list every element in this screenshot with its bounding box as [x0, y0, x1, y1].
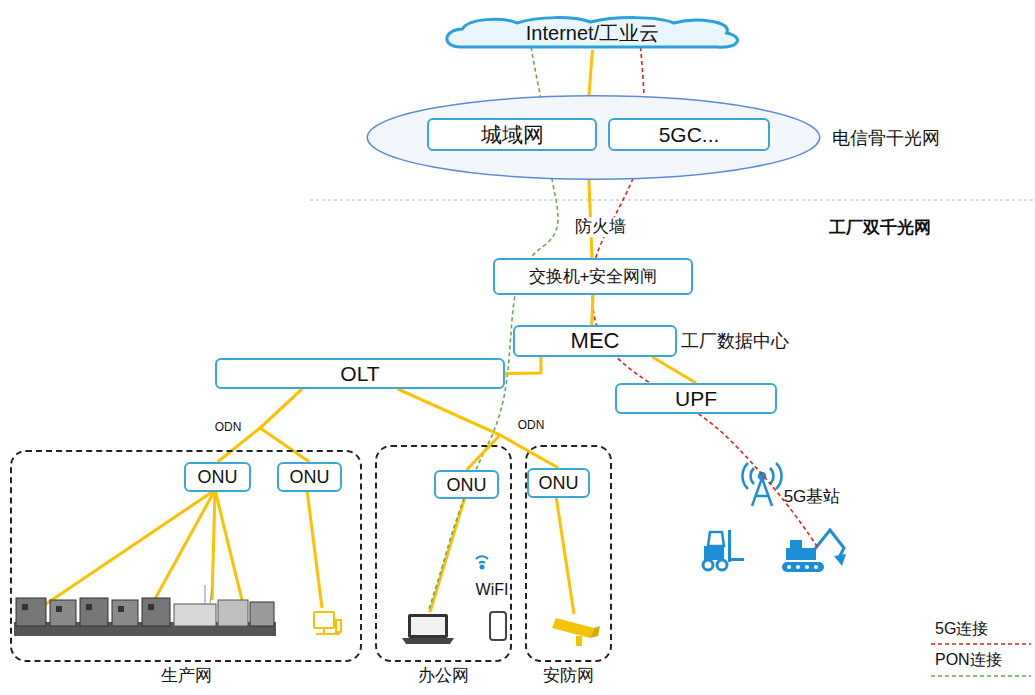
base-station-label: 5G基站	[784, 487, 841, 507]
device-wires	[34, 490, 574, 614]
excavator-icon	[782, 530, 846, 572]
camera-icon	[552, 618, 600, 646]
node-text: 城域网	[481, 122, 544, 146]
connector-line	[592, 295, 593, 325]
legend-sample	[931, 643, 1031, 645]
production-machines	[14, 585, 276, 636]
legend-text: 5G连接	[935, 620, 988, 638]
onu-box: ONU	[527, 468, 590, 498]
separator-line	[310, 200, 1035, 201]
backbone-ellipse: 电信骨干光网城域网5GC...	[365, 95, 822, 180]
onu-box: ONU	[184, 462, 251, 492]
network-box: 城域网	[427, 118, 597, 151]
node-heading: 安防网	[543, 666, 594, 686]
network-region: 生产网ONUONU	[10, 450, 362, 662]
node-heading: 工厂数据中心	[681, 331, 789, 352]
node-heading: 电信骨干光网	[832, 127, 940, 148]
computer-icon	[314, 612, 341, 634]
node-text: 交换机+安全网闸	[529, 267, 658, 287]
connector-line	[505, 357, 541, 374]
node-heading: 办公网	[418, 666, 469, 686]
base-station-icon	[742, 463, 781, 506]
node-text: ONU	[539, 473, 579, 494]
node-text: MEC	[571, 328, 620, 353]
laptop-icon	[402, 614, 454, 644]
node-text: 5GC...	[659, 122, 720, 146]
legend-sample	[931, 675, 1031, 677]
node-text: ONU	[198, 467, 238, 488]
section-title: 工厂双千光网	[829, 218, 931, 238]
mec-box: MEC工厂数据中心	[513, 325, 677, 357]
network-region: 安防网ONU	[525, 445, 612, 662]
onu-box: ONU	[277, 462, 342, 492]
connector-line	[589, 50, 593, 95]
gateway-box: 交换机+安全网闸	[493, 258, 693, 295]
node-heading: 生产网	[161, 666, 212, 686]
network-box: 5GC...	[608, 118, 770, 151]
forklift-icon	[703, 530, 744, 570]
node-text: Internet/工业云	[526, 22, 659, 45]
olt-box: OLT	[215, 358, 505, 389]
edge-label: 防火墙	[572, 217, 629, 237]
cloud-node: Internet/工业云	[440, 16, 745, 50]
network-region: 办公网ONU	[375, 445, 512, 662]
onu-box: ONU	[434, 470, 499, 499]
odn-label: ODN	[518, 419, 545, 433]
wifi-symbol	[476, 556, 488, 568]
connector-line	[652, 357, 696, 383]
connector-line	[398, 389, 559, 468]
node-text: UPF	[675, 386, 717, 410]
tablet-icon	[490, 612, 506, 640]
upf-box: UPF	[615, 383, 777, 414]
wifi-label: WiFI	[476, 581, 509, 599]
node-text: ONU	[290, 467, 330, 488]
node-text: OLT	[340, 361, 379, 385]
node-text: ONU	[447, 474, 487, 495]
odn-label: ODN	[215, 421, 242, 435]
legend-text: PON连接	[935, 651, 1002, 669]
